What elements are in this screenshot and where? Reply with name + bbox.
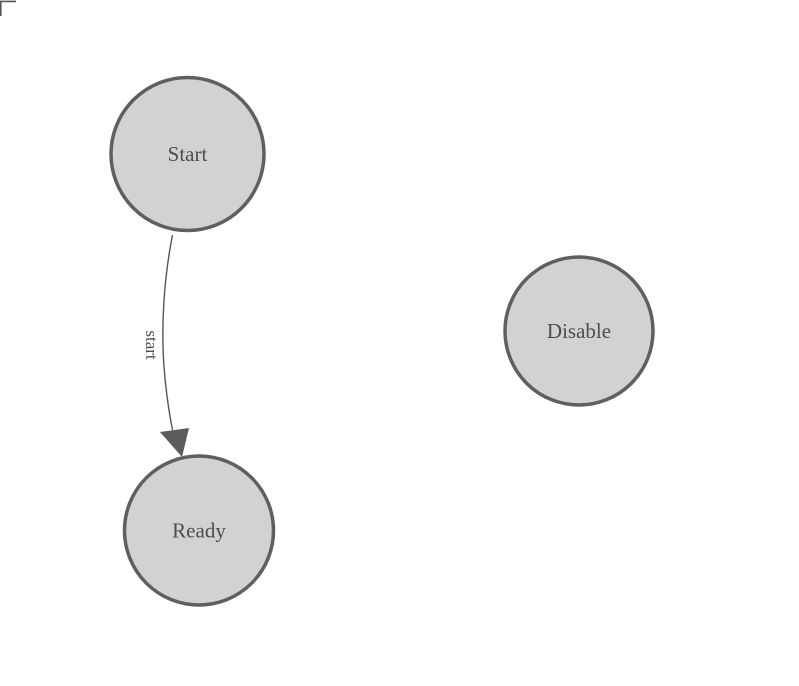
paper-corner-mark <box>0 0 16 16</box>
node-start[interactable]: Start <box>109 75 266 233</box>
node-ready-circle[interactable] <box>122 454 276 607</box>
node-disable-label: Disable <box>547 319 611 343</box>
node-ready-label: Ready <box>172 519 226 543</box>
arrowhead-icon <box>160 428 189 457</box>
node-ready[interactable]: Ready <box>122 454 276 607</box>
node-start-label: Start <box>168 142 208 166</box>
node-disable[interactable]: Disable <box>503 255 655 407</box>
node-disable-circle[interactable] <box>503 255 655 407</box>
edge-label[interactable]: start <box>142 330 161 360</box>
node-start-circle[interactable] <box>109 75 266 233</box>
edge-start-to-ready[interactable]: start <box>142 234 189 457</box>
edge-path[interactable] <box>162 234 174 431</box>
